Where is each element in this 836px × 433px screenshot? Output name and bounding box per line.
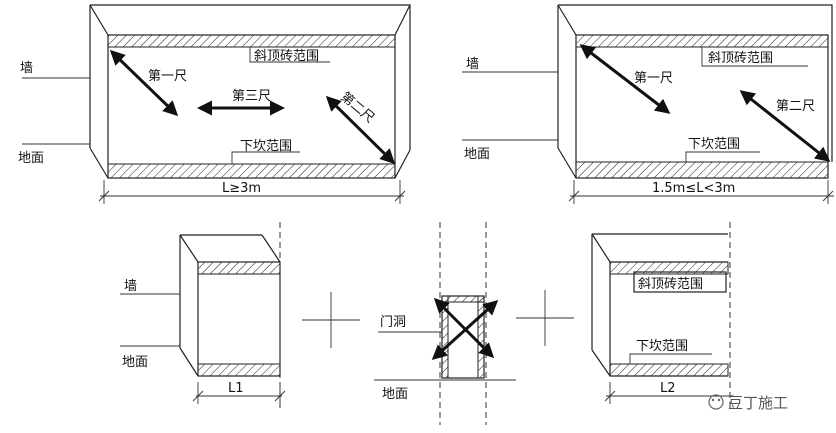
- dimension-l1: L1: [228, 381, 244, 396]
- dimension-medium: 1.5m≤L<3m: [652, 181, 735, 196]
- ground-label-2: 地面: [464, 147, 490, 162]
- lower-slope-strip: [107, 163, 396, 179]
- watermark: 豆丁施工: [708, 394, 788, 412]
- lower-slope-strip-3: [197, 363, 281, 377]
- watermark-logo-icon: [708, 394, 724, 410]
- dimension-l2: L2: [660, 381, 676, 396]
- lower-slope-label: 下坎范围: [240, 139, 292, 154]
- lower-slope-strip-5: [609, 363, 729, 377]
- door-lintel: [441, 295, 485, 303]
- slope-top-strip-2: [575, 34, 829, 48]
- second-ruler-arrow: [325, 95, 396, 165]
- slope-top-label-2: 斜顶砖范围: [708, 51, 773, 66]
- third-ruler-label: 第三尺: [232, 89, 271, 104]
- wall-label-2: 墙: [466, 57, 479, 72]
- first-ruler-label-2: 第一尺: [634, 71, 673, 86]
- second-ruler-label: 第二尺: [337, 90, 377, 127]
- panel-door-opening: 门洞 地面: [374, 222, 516, 425]
- door-opening-label: 门洞: [380, 315, 406, 330]
- ground-label-4: 地面: [382, 387, 408, 402]
- lower-slope-label-5: 下坎范围: [636, 339, 688, 354]
- door-diagonal-b: [431, 299, 499, 361]
- crosshair-right: [516, 290, 574, 346]
- crosshair-left: [302, 292, 360, 348]
- slope-top-strip: [107, 34, 396, 48]
- lower-slope-strip-2: [575, 161, 829, 179]
- door-right-jamb: [477, 295, 485, 379]
- slope-top-strip-5: [609, 261, 729, 275]
- first-ruler-label: 第一尺: [148, 69, 187, 84]
- wall-label: 墙: [20, 61, 33, 76]
- ground-label-3: 地面: [122, 355, 148, 370]
- panel-l1: 墙 地面 L1: [120, 222, 286, 410]
- panel-long-room: 墙 地面 斜顶砖范围 第一尺 第三尺 第二尺 下坎范围 L≥3m: [18, 4, 411, 204]
- panel-medium-room: 墙 地面 斜顶砖范围 第一尺 第二尺 下坎范围 1.5m≤L<3m: [462, 4, 834, 204]
- dimension-long: L≥3m: [222, 181, 261, 196]
- first-ruler-arrow-2: [579, 44, 671, 114]
- second-ruler-label-2: 第二尺: [776, 99, 815, 114]
- second-ruler-arrow-2: [739, 90, 831, 162]
- panel-l2: 斜顶砖范围 下坎范围 L2: [591, 222, 734, 410]
- watermark-text: 豆丁施工: [728, 394, 788, 412]
- slope-top-label-5: 斜顶砖范围: [638, 277, 703, 292]
- slope-top-strip-3: [197, 261, 281, 275]
- wall-label-3: 墙: [124, 279, 137, 294]
- lower-slope-label-2: 下坎范围: [688, 137, 740, 152]
- ground-label: 地面: [18, 151, 44, 166]
- slope-top-label: 斜顶砖范围: [254, 49, 319, 64]
- first-ruler-arrow: [109, 49, 179, 117]
